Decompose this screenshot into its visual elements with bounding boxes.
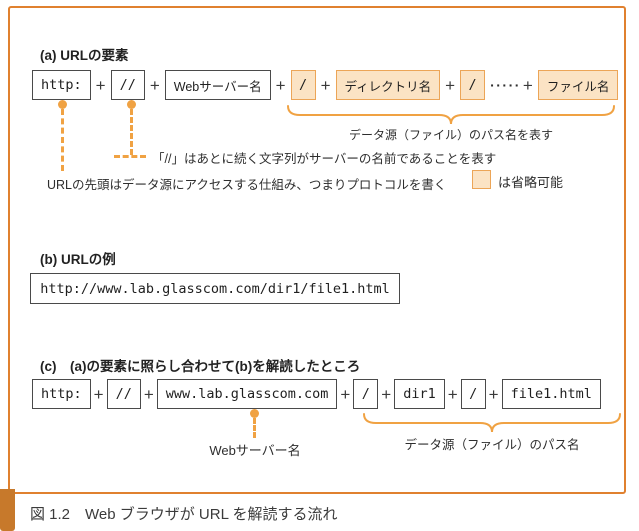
scheme-box: http: [32, 70, 91, 100]
plus-sign: + [93, 384, 104, 404]
connector-dot-icon [250, 409, 259, 418]
web-server-name-box: Webサーバー名 [164, 70, 271, 100]
decoded-url-row: http: + // + www.lab.glasscom.com + / + … [32, 379, 601, 409]
section-a-header: (a) URLの要素 [40, 48, 129, 63]
directory-box: dir1 [394, 379, 445, 409]
file-box: file1.html [501, 379, 601, 409]
scheme-box: http: [32, 379, 91, 409]
optional-slash-box: / [460, 70, 486, 100]
caption-tab [0, 489, 15, 531]
slashes-note: 「//」はあとに続く文字列がサーバーの名前であることを表す [152, 152, 497, 166]
plus-sign: + [143, 384, 154, 404]
protocol-note: URLの先頭はデータ源にアクセスする仕組み、つまりプロトコルを書く [47, 178, 447, 192]
optional-slash-box: / [290, 70, 316, 100]
file-name-box: ファイル名 [537, 70, 619, 100]
path-brace-c-label: データ源（ファイル）のパス名 [404, 438, 580, 452]
path-brace-c [363, 413, 621, 433]
plus-sign: + [445, 75, 456, 95]
plus-sign: + [522, 75, 533, 95]
web-server-label: Webサーバー名 [209, 443, 301, 458]
ellipsis-run: ····· + [490, 77, 533, 94]
plus-sign: + [320, 75, 331, 95]
slashes-box: // [110, 70, 145, 100]
figure-frame: (a) URLの要素 http: + // + Webサーバー名 + / + デ… [8, 6, 626, 494]
path-brace-a [287, 105, 615, 125]
plus-sign: + [149, 75, 160, 95]
slash-box: / [353, 379, 379, 409]
plus-sign: + [275, 75, 286, 95]
optional-legend-label: は省略可能 [498, 175, 564, 190]
dashed-line [61, 109, 64, 171]
connector-dot-icon [58, 100, 67, 109]
dashed-line [114, 155, 146, 158]
dashed-line [253, 418, 256, 438]
slashes-box: // [106, 379, 141, 409]
dashed-line [130, 109, 133, 155]
slash-box: / [460, 379, 486, 409]
plus-sign: + [95, 75, 106, 95]
plus-sign: + [381, 384, 392, 404]
figure-caption: 図 1.2 Web ブラウザが URL を解読する流れ [30, 506, 338, 523]
ellipsis-dots: ····· [490, 77, 521, 93]
optional-legend-swatch [472, 170, 491, 189]
path-brace-a-label: データ源（ファイル）のパス名を表す [348, 128, 553, 142]
directory-name-box: ディレクトリ名 [335, 70, 441, 100]
section-b-header: (b) URLの例 [40, 252, 116, 267]
plus-sign: + [488, 384, 499, 404]
plus-sign: + [447, 384, 458, 404]
plus-sign: + [340, 384, 351, 404]
url-elements-row: http: + // + Webサーバー名 + / + ディレクトリ名 + / … [32, 70, 619, 100]
example-url-box: http://www.lab.glasscom.com/dir1/file1.h… [30, 273, 400, 304]
section-c-header: (c) (a)の要素に照らし合わせて(b)を解読したところ [40, 359, 361, 374]
host-box: www.lab.glasscom.com [156, 379, 338, 409]
connector-dot-icon [127, 100, 136, 109]
